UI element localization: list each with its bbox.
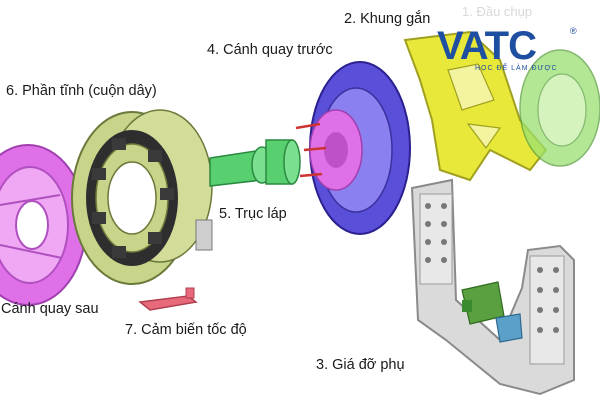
label-mount-bracket: 2. Khung gắn <box>344 11 431 27</box>
logo-tagline: HỌC ĐỂ LÀM ĐƯỢC <box>475 65 558 72</box>
label-speed-sensor: 7. Cảm biến tốc độ <box>125 322 247 338</box>
logo-mark: VATC <box>437 24 537 68</box>
label-stator: 6. Phần tĩnh (cuộn dây) <box>6 83 157 99</box>
label-front-rotor: 4. Cánh quay trước <box>207 42 333 58</box>
mount-bracket-part <box>403 30 548 182</box>
support-bracket-part <box>410 178 575 396</box>
vatc-logo: VATC ® HỌC ĐỂ LÀM ĐƯỢC <box>437 24 587 76</box>
registered-mark: ® <box>570 26 577 36</box>
label-shaft: 5. Trục láp <box>219 206 287 222</box>
front-rotor-part <box>295 61 411 235</box>
rear-rotor-part <box>0 144 87 306</box>
end-cap-part <box>519 49 600 167</box>
stator-part <box>71 109 213 285</box>
label-rear-rotor: Cánh quay sau <box>1 301 99 317</box>
label-support-bracket: 3. Giá đỡ phụ <box>316 357 405 373</box>
shaft-part <box>209 139 301 187</box>
label-end-cap: 1. Đầu chụp <box>462 4 533 19</box>
speed-sensor-part <box>138 287 198 311</box>
